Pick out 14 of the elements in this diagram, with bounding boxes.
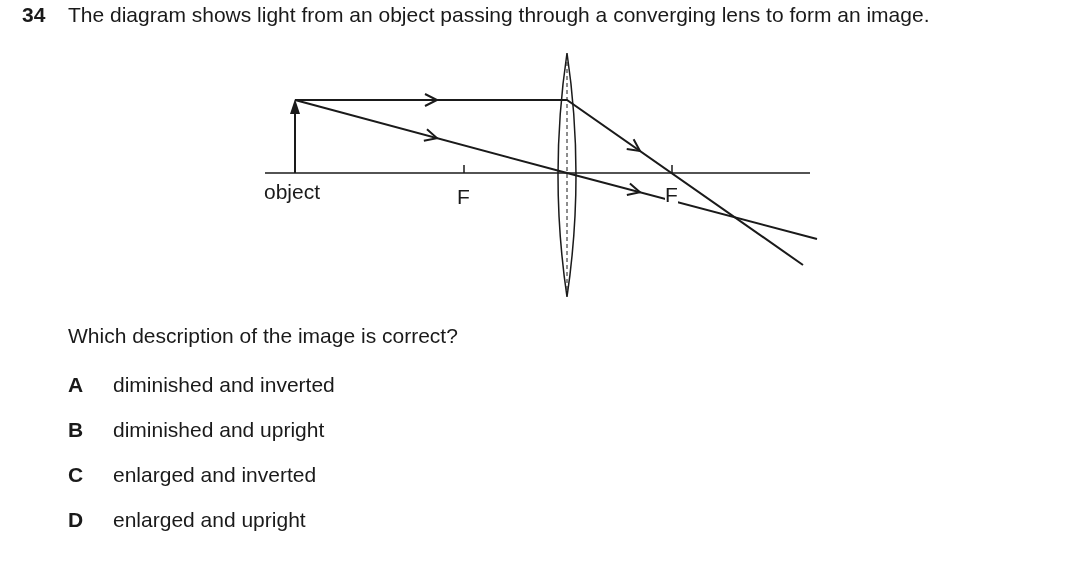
option-text: enlarged and inverted [113, 463, 317, 487]
focal-point-label: F [457, 185, 470, 209]
option-text: enlarged and upright [113, 508, 306, 532]
question-text: Which description of the image is correct? [68, 324, 458, 348]
option-letter: D [68, 508, 84, 532]
option-letter: A [68, 373, 84, 397]
option-text: diminished and inverted [113, 373, 335, 397]
option-letter: B [68, 418, 84, 442]
option-text: diminished and upright [113, 418, 325, 442]
question-text: The diagram shows light from an object passing through a converging lens to form an image. [68, 3, 930, 27]
focal-point-label: F [665, 185, 678, 205]
option-letter: C [68, 463, 84, 487]
object-label: object [264, 180, 321, 204]
question-number: 34 [22, 3, 46, 27]
